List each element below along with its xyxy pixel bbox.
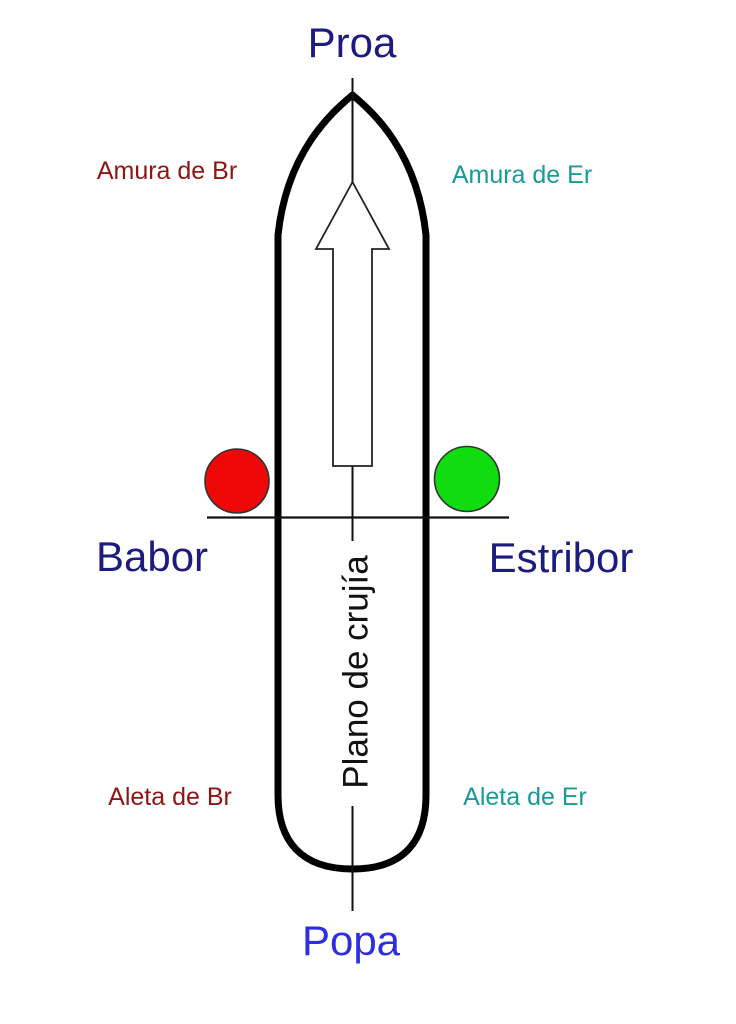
centerline-plane-label: Plano de crujía — [336, 555, 376, 789]
stern-label: Popa — [301, 917, 401, 964]
starboard-side-label: Estribor — [488, 534, 634, 581]
port-light-icon — [204, 448, 270, 514]
starboard-light-icon — [433, 445, 501, 513]
port-side-label: Babor — [95, 533, 209, 580]
port-quarter-label: Aleta de Br — [108, 783, 232, 811]
heading-arrow — [314, 180, 391, 467]
bow-label: Proa — [307, 19, 397, 66]
starboard-quarter-label: Aleta de Er — [463, 783, 587, 811]
port-bow-label: Amura de Br — [96, 157, 238, 185]
starboard-bow-label: Amura de Er — [451, 161, 593, 189]
